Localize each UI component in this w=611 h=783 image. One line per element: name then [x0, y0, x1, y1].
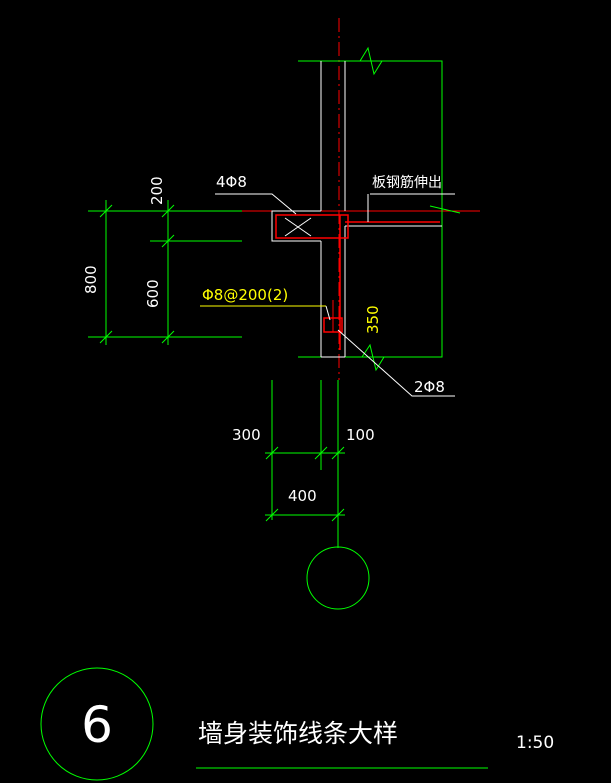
dim-400: 400	[288, 487, 317, 505]
drawing-scale: 1:50	[516, 733, 554, 753]
cross-mark-b	[284, 217, 312, 237]
dim-350: 350	[364, 305, 382, 334]
break-symbol-bottom	[361, 343, 385, 372]
break-symbol-top	[359, 46, 383, 76]
detail-number-circle	[40, 667, 154, 781]
bottom-dimension-chain	[265, 380, 345, 548]
label-2phi8: 2Φ8	[414, 378, 445, 396]
dim-100: 100	[346, 426, 375, 444]
leader-4phi8	[215, 193, 297, 215]
label-slab-rebar-note: 板钢筋伸出	[372, 174, 442, 191]
left-dimension-chain	[88, 200, 242, 345]
slab-rebar-arrow	[429, 205, 461, 214]
dim-800: 800	[82, 265, 100, 294]
label-4phi8: 4Φ8	[216, 173, 247, 191]
projection-stirrup	[275, 214, 349, 239]
decorative-projection	[271, 210, 321, 242]
leader-stirrup-tail	[325, 305, 331, 321]
label-stirrup: Φ8@200(2)	[202, 286, 288, 304]
detail-number: 6	[81, 696, 113, 754]
drawing-title: 墙身装饰线条大样	[198, 719, 398, 748]
dim-200: 200	[148, 176, 166, 205]
dim-300: 300	[232, 426, 261, 444]
axis-bubble	[306, 546, 370, 610]
dim-600: 600	[144, 279, 162, 308]
leader-2phi8	[337, 329, 455, 397]
